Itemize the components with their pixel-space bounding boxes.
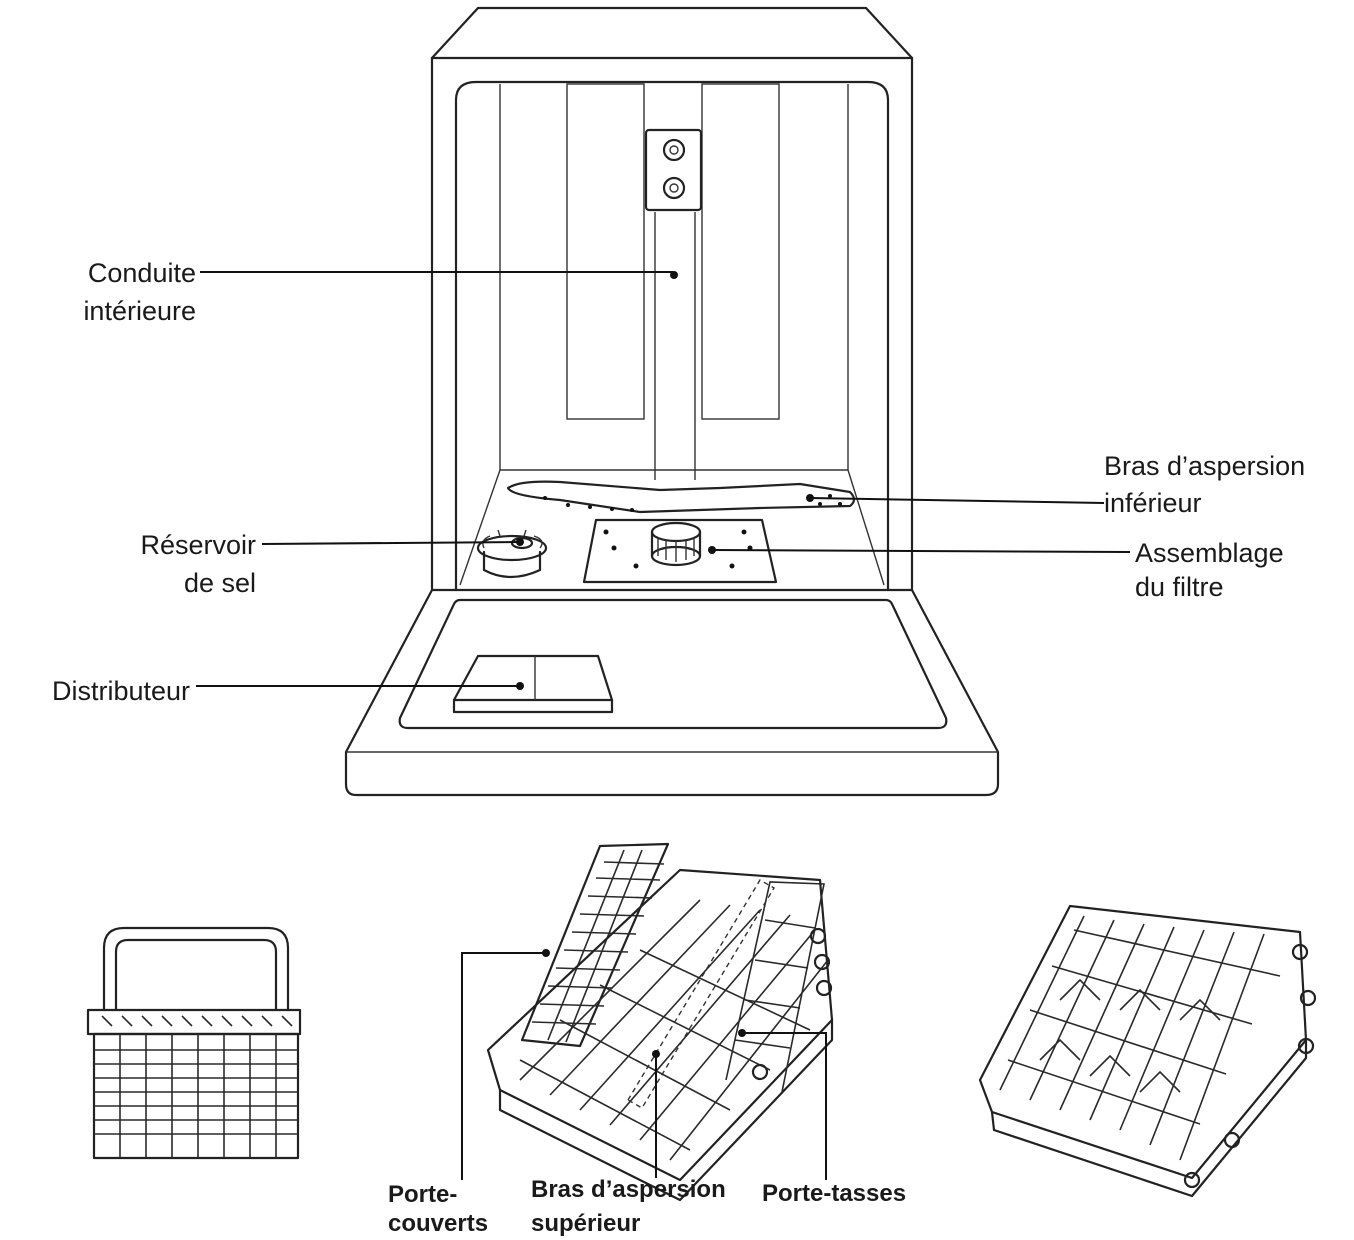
label-porte-couverts-line2: couverts [388,1210,488,1237]
lower-rack-illustration [978,904,1317,1198]
cutlery-basket-illustration [86,926,302,1160]
callout-bras-superieur [652,1050,660,1178]
label-bras-superieur-line1: Bras d’aspersion [531,1176,726,1203]
label-bras-inferieur-line1: Bras d’aspersion [1104,451,1305,481]
label-reservoir-line2: de sel [184,568,256,598]
callout-porte-tasses [738,1029,827,1180]
callout-distributeur [196,682,524,690]
label-reservoir-line1: Réservoir [140,530,256,560]
label-porte-tasses: Porte-tasses [762,1180,906,1207]
label-conduite-line2: intérieure [83,296,196,326]
label-distributeur: Distributeur [52,676,190,706]
callout-assemblage [708,546,1131,554]
callout-conduite [200,271,678,279]
label-bras-inferieur-line2: inférieur [1104,488,1202,518]
label-assemblage-line1: Assemblage [1135,538,1284,568]
upper-rack-illustration [486,842,834,1202]
label-conduite-line1: Conduite [88,258,196,288]
callout-porte-couverts [461,949,550,1180]
callout-bras-inferieur [806,494,1105,504]
label-assemblage-line2: du filtre [1135,572,1224,602]
callout-reservoir [261,538,524,546]
dishwasher-illustration [344,6,1000,797]
label-porte-couverts-line1: Porte- [388,1181,457,1208]
label-bras-superieur-line2: supérieur [531,1210,640,1237]
